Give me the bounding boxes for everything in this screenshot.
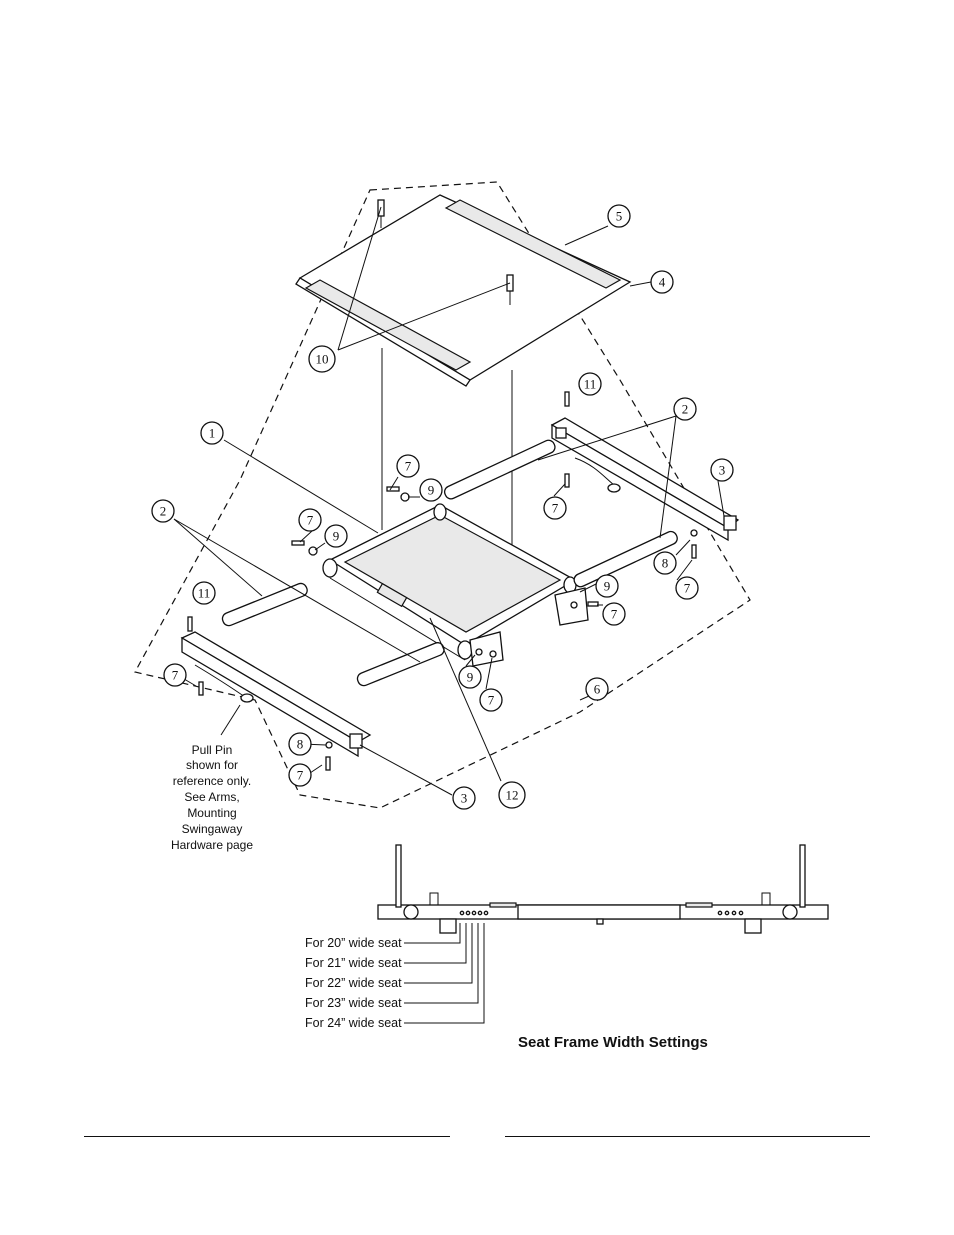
svg-text:7: 7 [488, 693, 495, 708]
callout-7: 7 [163, 663, 187, 687]
tube-upper-left [221, 582, 308, 627]
callout-12: 12 [498, 781, 526, 809]
callout-7: 7 [396, 454, 420, 478]
svg-text:Swingaway: Swingaway [182, 822, 243, 836]
svg-text:2: 2 [160, 504, 167, 519]
svg-text:shown for: shown for [186, 758, 238, 772]
callout-7: 7 [675, 576, 699, 600]
width-settings-frame [377, 844, 829, 934]
svg-text:reference only.: reference only. [173, 774, 252, 788]
bracket-left [469, 631, 504, 667]
callout-1: 1 [200, 421, 224, 445]
seat-strip-back [444, 199, 622, 289]
callout-7: 7 [288, 763, 312, 787]
svg-text:7: 7 [405, 459, 412, 474]
svg-text:9: 9 [467, 670, 474, 685]
svg-text:7: 7 [172, 668, 179, 683]
callout-8: 8 [288, 732, 312, 756]
tube-lower-right [573, 530, 678, 588]
svg-text:3: 3 [461, 791, 468, 806]
callout-9: 9 [458, 665, 482, 689]
svg-text:3: 3 [719, 463, 726, 478]
callout-8: 8 [653, 551, 677, 575]
width-label-21: For 21” wide seat [305, 956, 402, 970]
svg-text:10: 10 [316, 352, 329, 367]
svg-text:9: 9 [604, 579, 611, 594]
svg-text:Pull Pin: Pull Pin [192, 743, 233, 757]
callout-9: 9 [419, 478, 443, 502]
callout-3: 3 [710, 458, 734, 482]
width-leaders [404, 923, 485, 1024]
width-label-20: For 20” wide seat [305, 936, 402, 950]
seat-strip-front [304, 279, 472, 371]
callout-5: 5 [607, 204, 631, 228]
pull-pin-note: Pull Pin shown for reference only. See A… [171, 743, 253, 852]
footer-rule-right [505, 1136, 870, 1137]
callout-2: 2 [673, 397, 697, 421]
svg-text:11: 11 [584, 377, 597, 392]
svg-text:7: 7 [611, 607, 618, 622]
svg-text:12: 12 [506, 788, 519, 803]
side-channel-left [180, 631, 372, 758]
callout-7: 7 [298, 508, 322, 532]
svg-text:1: 1 [209, 426, 216, 441]
svg-text:7: 7 [307, 513, 314, 528]
svg-text:Mounting: Mounting [187, 806, 236, 820]
width-label-24: For 24” wide seat [305, 1016, 402, 1030]
assembly-boundary [134, 181, 751, 809]
tube-upper-right [443, 439, 556, 500]
width-labels: For 20” wide seat For 21” wide seat For … [305, 936, 708, 1051]
svg-text:5: 5 [616, 209, 623, 224]
svg-text:9: 9 [333, 529, 340, 544]
callout-10: 10 [308, 345, 336, 373]
svg-text:7: 7 [297, 768, 304, 783]
callout-2: 2 [151, 499, 175, 523]
width-label-23: For 23” wide seat [305, 996, 402, 1010]
callout-4: 4 [650, 270, 674, 294]
svg-text:4: 4 [659, 275, 666, 290]
svg-text:9: 9 [428, 483, 435, 498]
width-settings-caption: Seat Frame Width Settings [518, 1034, 708, 1051]
callout-7: 7 [543, 496, 567, 520]
callout-11: 11 [578, 372, 602, 396]
svg-text:See Arms,: See Arms, [184, 790, 239, 804]
svg-text:8: 8 [662, 556, 669, 571]
width-label-22: For 22” wide seat [305, 976, 402, 990]
side-channel-right [550, 417, 740, 542]
callout-3: 3 [452, 786, 476, 810]
svg-text:8: 8 [297, 737, 304, 752]
svg-text:6: 6 [594, 682, 601, 697]
svg-text:11: 11 [198, 586, 211, 601]
callout-9: 9 [595, 574, 619, 598]
svg-text:7: 7 [552, 501, 559, 516]
seat-frame [322, 503, 589, 667]
callouts: 5 4 10 11 2 3 1 7 9 7 9 7 2 8 7 11 9 7 9… [151, 204, 734, 810]
tube-lower-left [356, 642, 445, 687]
svg-text:7: 7 [684, 581, 691, 596]
hardware [187, 391, 698, 771]
svg-text:Hardware page: Hardware page [171, 838, 253, 852]
callout-7: 7 [479, 688, 503, 712]
seat-pan [295, 194, 632, 387]
callout-9: 9 [324, 524, 348, 548]
callout-6: 6 [585, 677, 609, 701]
callout-7: 7 [602, 602, 626, 626]
svg-text:2: 2 [682, 402, 689, 417]
footer-rule-left [84, 1136, 450, 1137]
callout-11: 11 [192, 581, 216, 605]
